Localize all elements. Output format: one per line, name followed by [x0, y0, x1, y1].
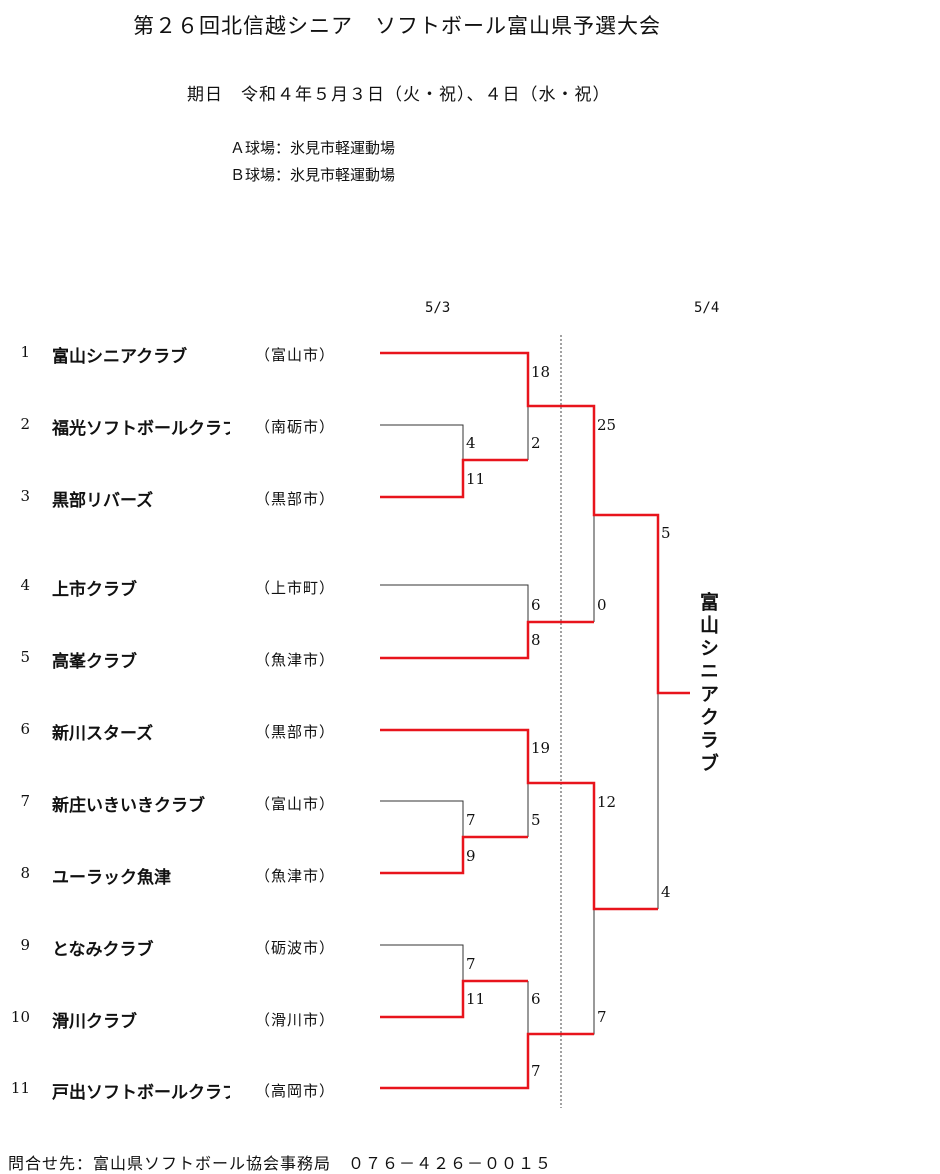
team-city: （富山市） — [255, 795, 336, 813]
score: 25 — [597, 416, 617, 434]
team-seed: 5 — [20, 648, 30, 666]
page-title: 第２６回北信越シニア ソフトボール富山県予選大会 — [133, 14, 661, 38]
score: 7 — [597, 1008, 607, 1026]
champion-name: 富山シニアクラブ — [697, 592, 719, 776]
team-city: （黒部市） — [255, 723, 336, 741]
team-seed: 11 — [10, 1079, 30, 1097]
team-seed: 9 — [20, 936, 30, 954]
score: 11 — [466, 470, 486, 488]
team-seed: 8 — [20, 864, 30, 882]
team-name: ユーラック魚津 — [52, 868, 171, 888]
team-city: （黒部市） — [255, 490, 336, 508]
team-city: （魚津市） — [255, 651, 336, 669]
team-name: 黒部リバーズ — [52, 491, 154, 511]
score: 12 — [597, 793, 617, 811]
score: 7 — [466, 811, 476, 829]
score: 6 — [531, 596, 541, 614]
score: 19 — [531, 739, 551, 757]
score: 6 — [531, 990, 541, 1008]
score: 7 — [466, 955, 476, 973]
venue-b: Ｂ球場：氷見市軽運動場 — [230, 166, 396, 184]
venue-a: Ａ球場：氷見市軽運動場 — [230, 139, 396, 157]
team-name: 戸出ソフトボールクラブ — [52, 1083, 230, 1103]
winner-lines — [380, 351, 690, 1090]
score: 5 — [531, 811, 541, 829]
team-name: 上市クラブ — [52, 580, 137, 600]
contact-footer: 問合せ先：富山県ソフトボール協会事務局 ０７６－４２６－００１５ — [8, 1154, 553, 1173]
team-name: 新川スターズ — [52, 724, 154, 744]
team-seed: 7 — [20, 792, 30, 810]
team-seed: 4 — [20, 576, 30, 594]
score: 11 — [466, 990, 486, 1008]
team-city: （南砺市） — [255, 418, 336, 436]
team-seed: 3 — [20, 487, 30, 505]
day1-label: 5/3 — [425, 300, 451, 316]
team-seed: 2 — [20, 415, 30, 433]
team-name: 福光ソフトボールクラブ — [52, 419, 230, 439]
team-name: 高峯クラブ — [52, 652, 137, 672]
score: 7 — [531, 1062, 541, 1080]
team-seed: 6 — [20, 720, 30, 738]
score: 5 — [661, 524, 671, 542]
score: 2 — [531, 434, 541, 452]
team-name: 富山シニアクラブ — [52, 347, 188, 367]
event-dates: 期日 令和４年５月３日（火・祝）、４日（水・祝） — [187, 85, 611, 105]
score: 18 — [531, 363, 551, 381]
score: 8 — [531, 631, 541, 649]
team-city: （高岡市） — [255, 1082, 336, 1100]
score: 4 — [661, 883, 671, 901]
team-name: となみクラブ — [52, 940, 154, 960]
team-city: （富山市） — [255, 346, 336, 364]
score: 4 — [466, 434, 476, 452]
team-name: 新庄いきいきクラブ — [52, 796, 205, 816]
team-city: （砺波市） — [255, 939, 336, 957]
team-city: （滑川市） — [255, 1011, 336, 1029]
score: 9 — [466, 847, 476, 865]
day2-label: 5/4 — [694, 300, 720, 316]
score: 0 — [597, 596, 607, 614]
team-city: （魚津市） — [255, 867, 336, 885]
team-seed: 10 — [10, 1008, 30, 1026]
team-seed: 1 — [20, 343, 30, 361]
team-city: （上市町） — [255, 579, 336, 597]
team-name: 滑川クラブ — [52, 1012, 137, 1032]
